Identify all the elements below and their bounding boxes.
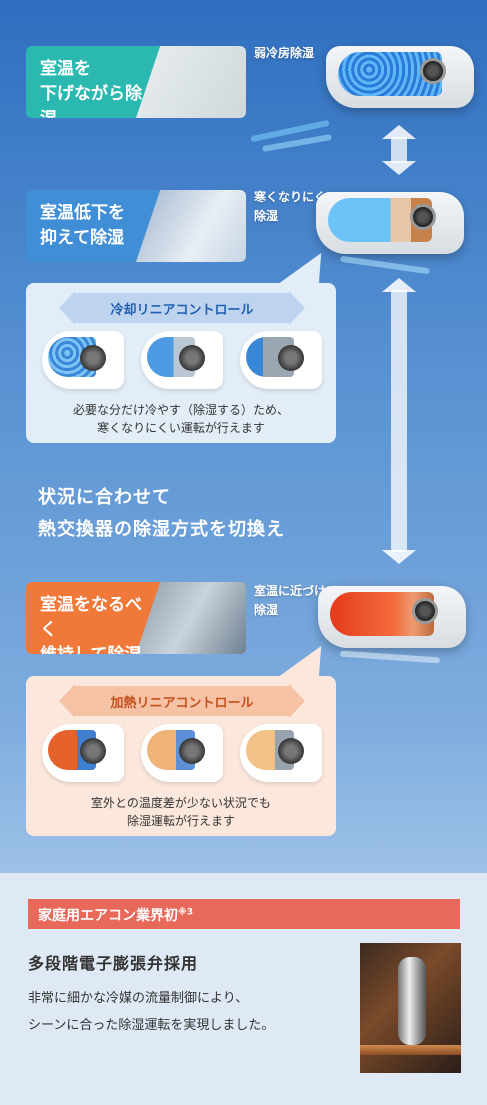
plant-photo: [136, 46, 246, 118]
mode-label: 室温低下を 抑えて除湿: [40, 203, 125, 248]
exchanger-diagram: [141, 724, 223, 782]
panel-title: 冷却リニアコントロール: [110, 302, 254, 318]
rainy-window-photo: [136, 582, 246, 654]
mode-card-cooling-dehumid: 室温を 下げながら除湿: [26, 46, 246, 118]
feature-section: 家庭用エアコン業界初※3 多段階電子膨張弁採用 非常に細かな冷媒の流量制御により…: [0, 873, 487, 1105]
heating-control-panel: 加熱リニアコントロール 室外との温度差が少ない状況でも 除湿運転が行えます: [26, 646, 342, 836]
switch-arrow: [382, 278, 416, 564]
ac-unit-illustration: [326, 46, 474, 108]
ac-unit-illustration: [316, 192, 464, 254]
exchanger-diagram: [240, 331, 322, 389]
heat-exchanger-diagrams: [42, 724, 322, 782]
airflow: [340, 255, 430, 275]
cooling-control-panel: 冷却リニアコントロール 必要な分だけ冷やす（除湿する）ため、 寒くなりにくい運転…: [26, 253, 342, 443]
exchanger-diagram: [240, 724, 322, 782]
panel-description: 必要な分だけ冷やす（除湿する）ため、 寒くなりにくい運転が行えます: [72, 403, 289, 435]
exchanger-diagram: [141, 331, 223, 389]
sleeping-child-photo: [136, 190, 246, 262]
panel-description: 室外との温度差が少ない状況でも 除湿運転が行えます: [91, 796, 271, 828]
heat-exchanger-diagrams: [42, 331, 322, 389]
airflow: [339, 650, 441, 664]
mode-card-keep-temp-dehumid: 室温をなるべく 維持して除湿: [26, 582, 246, 654]
mode-label: 室温を 下げながら除湿: [40, 59, 142, 118]
exchanger-diagram: [42, 331, 124, 389]
ac-mode-label: 室温に近づけて 除湿: [254, 584, 339, 617]
ac-unit-illustration: [318, 586, 466, 648]
center-message: 状況に合わせて 熱交換器の除湿方式を切換え: [38, 487, 285, 540]
feature-description: 非常に細かな冷媒の流量制御により、 シーンに合った除湿運転を実現しました。: [28, 991, 275, 1033]
mode-card-mild-dehumid: 室温低下を 抑えて除湿: [26, 190, 246, 262]
bidirectional-arrow: 加熱リニアコントロール: [59, 684, 305, 718]
banner-note: ※3: [178, 907, 194, 918]
mode-label: 室温をなるべく 維持して除湿: [40, 595, 142, 654]
feature-banner: 家庭用エアコン業界初※3: [28, 899, 460, 929]
ac-mode-label: 弱冷房除湿: [254, 46, 315, 60]
banner-text: 家庭用エアコン業界初: [38, 908, 178, 924]
feature-title: 多段階電子膨張弁採用: [28, 954, 199, 973]
bidirectional-arrow: 冷却リニアコントロール: [59, 291, 305, 325]
exchanger-diagram: [42, 724, 124, 782]
panel-title: 加熱リニアコントロール: [110, 695, 254, 711]
switch-arrow: [382, 125, 416, 175]
expansion-valve-photo: [360, 943, 461, 1073]
